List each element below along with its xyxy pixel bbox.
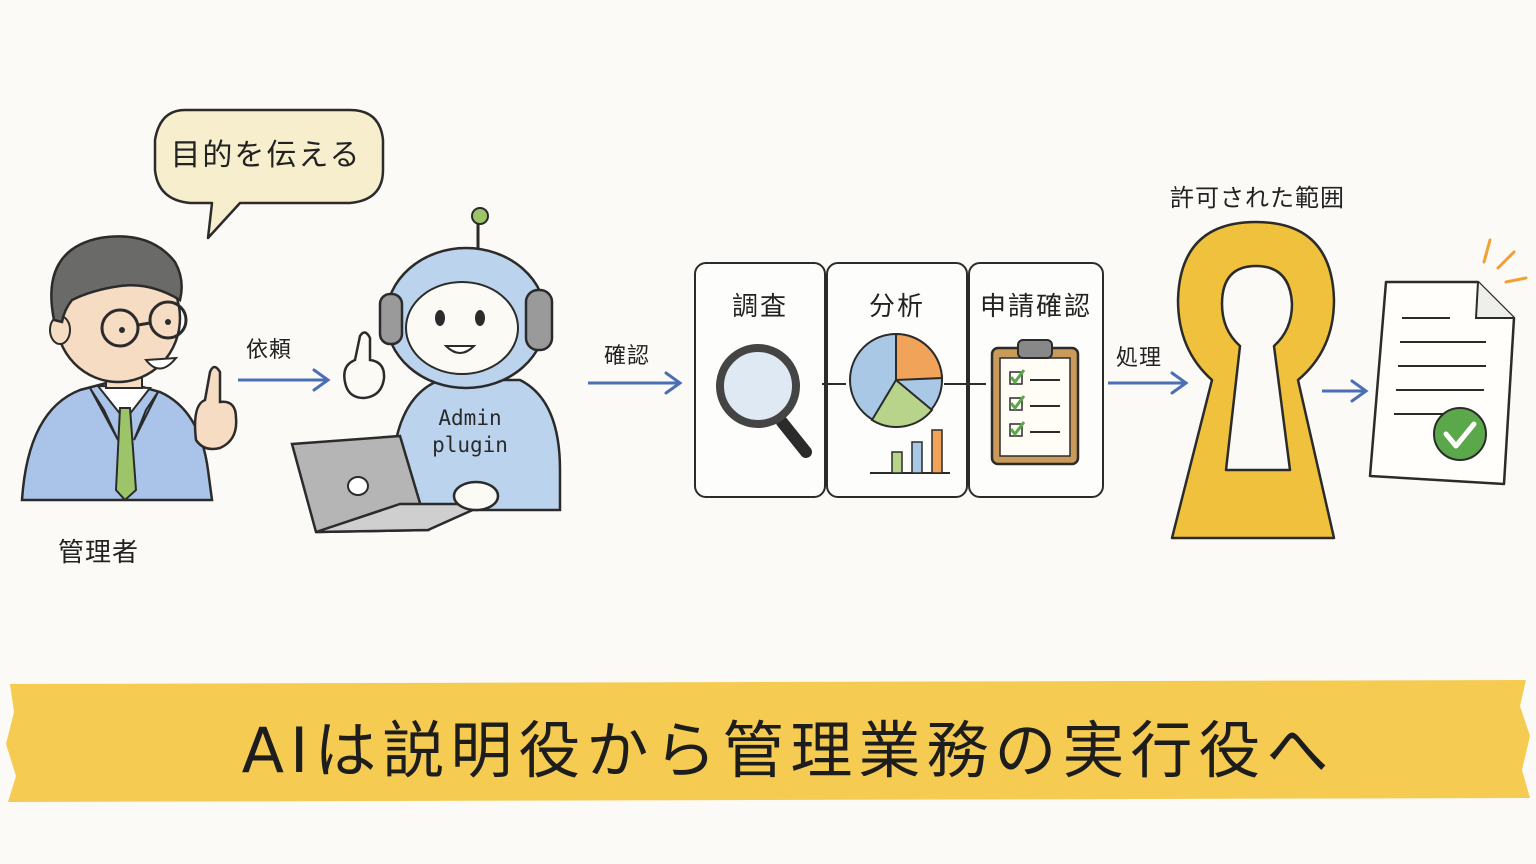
- robot-label-line1: Admin: [438, 406, 502, 430]
- bar-chart-icon: [870, 429, 950, 474]
- arrow-confirm-label: 確認: [604, 344, 651, 369]
- admin-label: 管理者: [58, 538, 140, 568]
- robot-label: Admin plugin: [420, 405, 520, 459]
- panel-application-check-title: 申請確認: [979, 292, 1092, 322]
- panel-analysis-title: 分析: [868, 292, 925, 322]
- magnifier-icon: [716, 344, 812, 458]
- robot-label-line2: plugin: [432, 433, 508, 457]
- keyhole-label: 許可された範囲: [1170, 184, 1345, 212]
- arrow-process-label: 処理: [1116, 346, 1163, 371]
- panel-research-title: 調査: [731, 292, 788, 322]
- arrow-request-label: 依頼: [246, 338, 293, 363]
- speech-bubble-text: 目的を伝える: [170, 138, 362, 173]
- pie-chart-icon: [849, 332, 944, 428]
- banner-title: AIは説明役から管理業務の実行役へ: [241, 714, 1335, 787]
- clipboard-icon: [990, 339, 1080, 466]
